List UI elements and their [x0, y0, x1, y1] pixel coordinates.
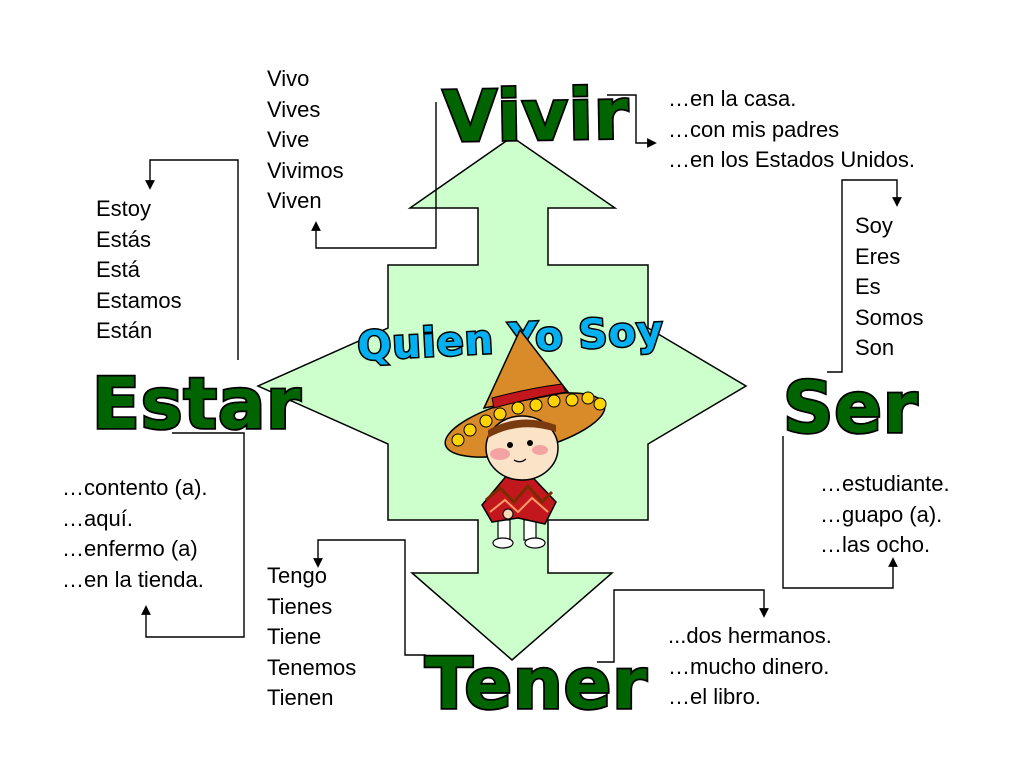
example-phrase: …estudiante. [820, 471, 950, 496]
example-phrase: …el libro. [668, 684, 761, 709]
verb-title-estar: Estar [92, 363, 302, 445]
example-phrase: …mucho dinero. [668, 653, 830, 679]
conjugation: Estoy [96, 196, 152, 221]
conjugation: Vivo [267, 66, 310, 91]
vivir-conjugations: Vivo Vives Vive Vivimos Viven [267, 64, 344, 217]
conjugation: Soy [855, 213, 893, 238]
conjugation: Estás [96, 226, 152, 252]
conjugation: Vivimos [267, 157, 344, 183]
conjugation: Estamos [96, 287, 182, 313]
conjugation: Está [96, 257, 141, 282]
mariachi-boy-icon [444, 328, 607, 549]
conjugation: Tienes [267, 593, 333, 619]
example-phrase: …las ocho. [820, 532, 931, 557]
conjugation: Están [96, 318, 153, 343]
ser-conjugations: Soy Eres Es Somos Son [855, 211, 923, 364]
verb-title-tener: Tener [425, 643, 648, 725]
example-phrase: …en la casa. [668, 86, 797, 111]
conjugation: Eres [855, 243, 901, 269]
example-phrase: …guapo (a). [820, 501, 943, 527]
conjugation: Son [855, 335, 895, 360]
example-phrase: …enfermo (a) [62, 536, 198, 561]
estar-examples: …contento (a). …aquí. …enfermo (a) …en l… [62, 473, 208, 595]
conjugation: Viven [267, 188, 322, 213]
conjugation: Es [855, 274, 881, 299]
estar-conjugations: Estoy Estás Está Estamos Están [96, 194, 182, 347]
tener-examples: ...dos hermanos. …mucho dinero. …el libr… [668, 621, 832, 713]
example-phrase: ...dos hermanos. [668, 623, 832, 648]
conjugation: Somos [855, 304, 924, 330]
vivir-examples: …en la casa. …con mis padres …en los Est… [668, 84, 915, 176]
conjugation: Tenemos [267, 654, 357, 680]
conjugation: Vive [267, 127, 310, 152]
conjugation: Tiene [267, 624, 322, 649]
example-phrase: …en los Estados Unidos. [668, 147, 916, 172]
example-phrase: …con mis padres [668, 116, 840, 142]
conjugation: Vives [267, 96, 321, 122]
verb-title-vivir: Vivir [442, 73, 629, 158]
verb-title-ser: Ser [783, 367, 918, 449]
connector-arrow-icon [141, 94, 902, 663]
tener-conjugations: Tengo Tienes Tiene Tenemos Tienen [267, 561, 356, 714]
example-phrase: …aquí. [62, 505, 133, 531]
example-phrase: …en la tienda. [62, 566, 204, 592]
example-phrase: …contento (a). [62, 475, 208, 500]
ser-examples: …estudiante. …guapo (a). …las ocho. [820, 469, 950, 561]
conjugation: Tengo [267, 563, 327, 588]
conjugation: Tienen [267, 685, 334, 710]
